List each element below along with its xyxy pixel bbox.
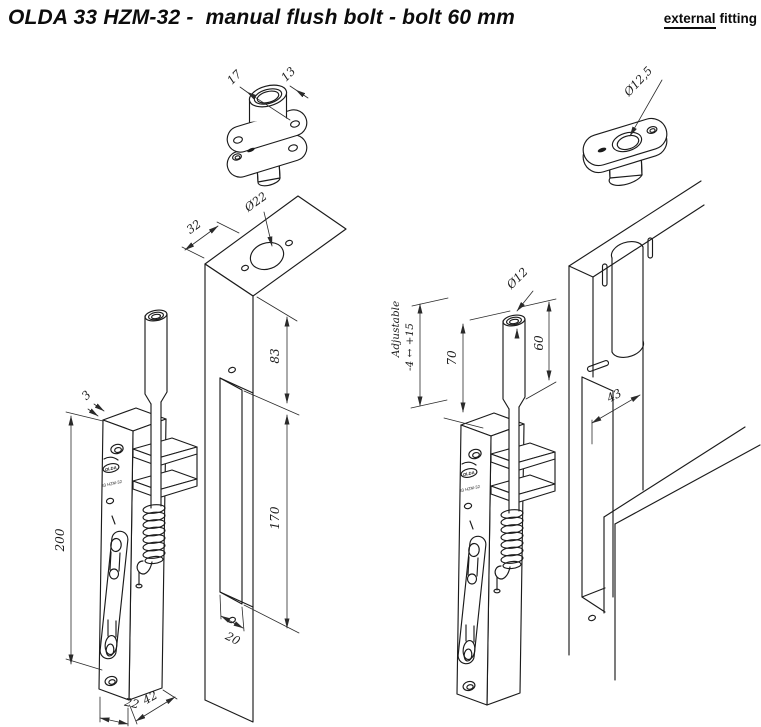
dim-frame-cutout-height: 170 (268, 506, 282, 529)
frame-cutout-view: 32 Ø22 83 170 20 (181, 189, 347, 723)
dim-plate-height: 200 (53, 528, 67, 552)
dim-keeper-hole: Ø12,5 (620, 64, 655, 100)
left-flush-bolt-assembly (98, 307, 198, 701)
dim-bolt-travel: 70 (445, 350, 459, 366)
page-title: OLDA 33 HZM-32 - manual flush bolt - bol… (8, 6, 516, 29)
dim-frame-edge-offset: 32 (184, 217, 204, 237)
dim-bush-inner: 13 (278, 64, 298, 84)
right-flush-bolt-assembly (456, 312, 556, 706)
dim-right-frame-recess: 43 (603, 386, 623, 406)
dim-adjustable-label: Adjustable (390, 301, 402, 358)
dim-frame-hole: Ø22 (241, 189, 270, 215)
dim-adjustable-range: -4 ↔ +15 (404, 323, 416, 371)
fitting-type-rest: fitting (719, 11, 757, 26)
dim-body-depth: 42 (139, 688, 160, 708)
dim-frame-top-offset: 83 (268, 348, 282, 364)
right-frame-view: 43 (568, 180, 761, 681)
bush-detail-view: 17 13 (224, 64, 309, 187)
dim-bush-outer: 17 (224, 67, 245, 88)
dim-plate-thickness: 3 (79, 388, 94, 403)
dim-bolt-length: 60 (532, 335, 546, 351)
keeper-plate-detail-view: Ø12,5 (582, 64, 668, 186)
right-assembly-dimensions: Ø12 60 70 Adjustable -4 ↔ +15 (390, 265, 557, 429)
fitting-type-underlined: external (663, 11, 716, 29)
dim-frame-cutout-width: 20 (222, 628, 242, 648)
dim-bolt-diameter: Ø12 (503, 265, 531, 293)
